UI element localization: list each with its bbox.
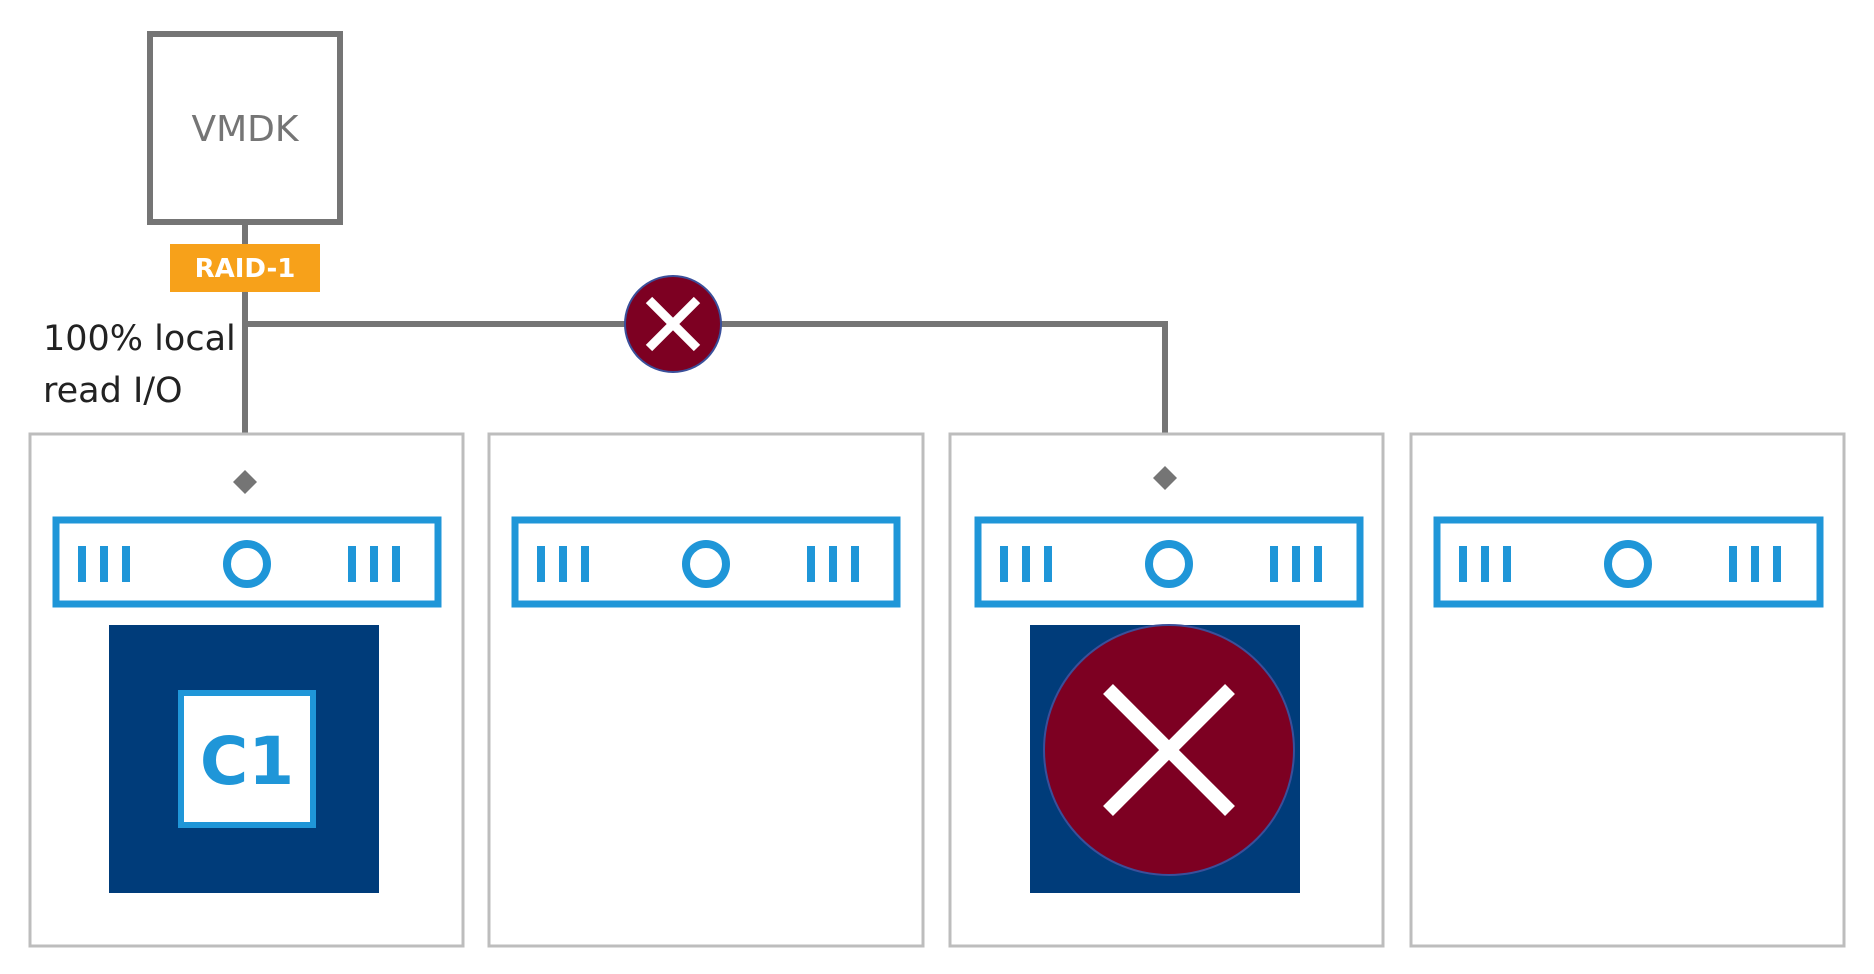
server-rack-icon	[974, 516, 1364, 608]
failed-component	[1030, 624, 1300, 893]
host-4	[1409, 432, 1846, 948]
host-3	[948, 432, 1385, 948]
host-2	[487, 432, 925, 948]
raid1-label: RAID-1	[195, 254, 296, 284]
raid1-badge: RAID-1	[170, 244, 320, 292]
read-io-note-line2: read I/O	[43, 371, 183, 411]
component-c1: C1	[109, 625, 379, 893]
component-failure-x-circle-icon	[1043, 624, 1295, 876]
connector-diamond-host-1	[233, 470, 257, 494]
server-rack-icon	[511, 516, 901, 608]
vmdk-label: VMDK	[191, 109, 299, 150]
connector-diamond-host-3	[1153, 466, 1177, 490]
component-label: C1	[200, 723, 294, 800]
vmdk-object: VMDK	[147, 31, 343, 225]
server-rack-icon	[52, 516, 442, 608]
host-1: C1	[28, 432, 465, 948]
connector-markers	[233, 466, 1177, 494]
server-rack-icon	[1433, 516, 1824, 608]
read-io-note: 100% local read I/O	[43, 319, 247, 411]
read-io-note-line1: 100% local	[43, 319, 236, 359]
link-failure-x-circle-icon	[624, 275, 722, 373]
